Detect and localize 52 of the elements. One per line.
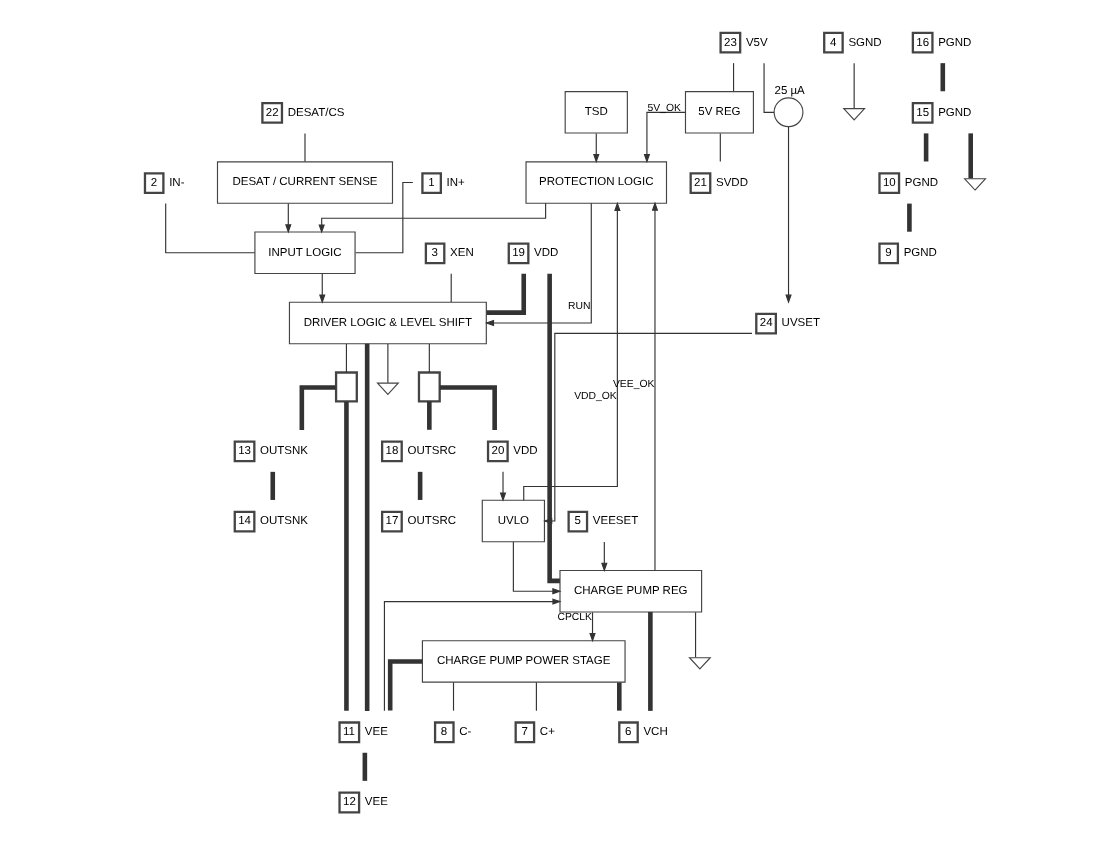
arrow (588, 611, 595, 643)
connector (731, 62, 734, 92)
connector (164, 203, 255, 254)
connector (438, 385, 496, 431)
connector (363, 343, 369, 711)
node-ground (962, 178, 986, 191)
connector (449, 273, 451, 303)
connector (922, 133, 928, 162)
arrow (592, 132, 599, 164)
connector (427, 343, 429, 373)
arrow (317, 202, 546, 234)
connector (426, 401, 431, 430)
arrow (784, 126, 791, 304)
node-ground (687, 657, 711, 670)
connector (616, 682, 621, 711)
connector (269, 471, 275, 500)
connector (298, 385, 335, 431)
arrow (642, 111, 685, 164)
arrow (483, 202, 591, 327)
connector (386, 659, 422, 711)
connector (343, 401, 348, 711)
arrow (600, 541, 607, 572)
connector (906, 203, 911, 232)
arrow (511, 541, 561, 595)
node-transistor (416, 371, 440, 403)
connector (939, 63, 945, 92)
connector (361, 752, 367, 781)
connector (718, 132, 720, 163)
arrow (284, 203, 291, 234)
connector (694, 611, 696, 658)
arrow (650, 201, 658, 571)
connector (852, 62, 854, 109)
connector (534, 681, 536, 712)
connector (303, 132, 305, 163)
connector (967, 133, 973, 179)
node-circle (772, 97, 803, 128)
connector (485, 273, 526, 315)
connector (647, 611, 652, 711)
node-ground (375, 382, 399, 396)
arrow (318, 273, 325, 304)
arrow (498, 471, 506, 502)
connector (546, 273, 559, 584)
node-transistor (333, 371, 357, 403)
arrow (522, 201, 620, 501)
connector (451, 681, 454, 712)
connector (416, 471, 422, 500)
connector (386, 343, 388, 384)
node-ground (841, 108, 865, 121)
connector (762, 62, 774, 113)
arrow (382, 598, 561, 712)
connector (344, 343, 346, 373)
connector (354, 181, 413, 254)
